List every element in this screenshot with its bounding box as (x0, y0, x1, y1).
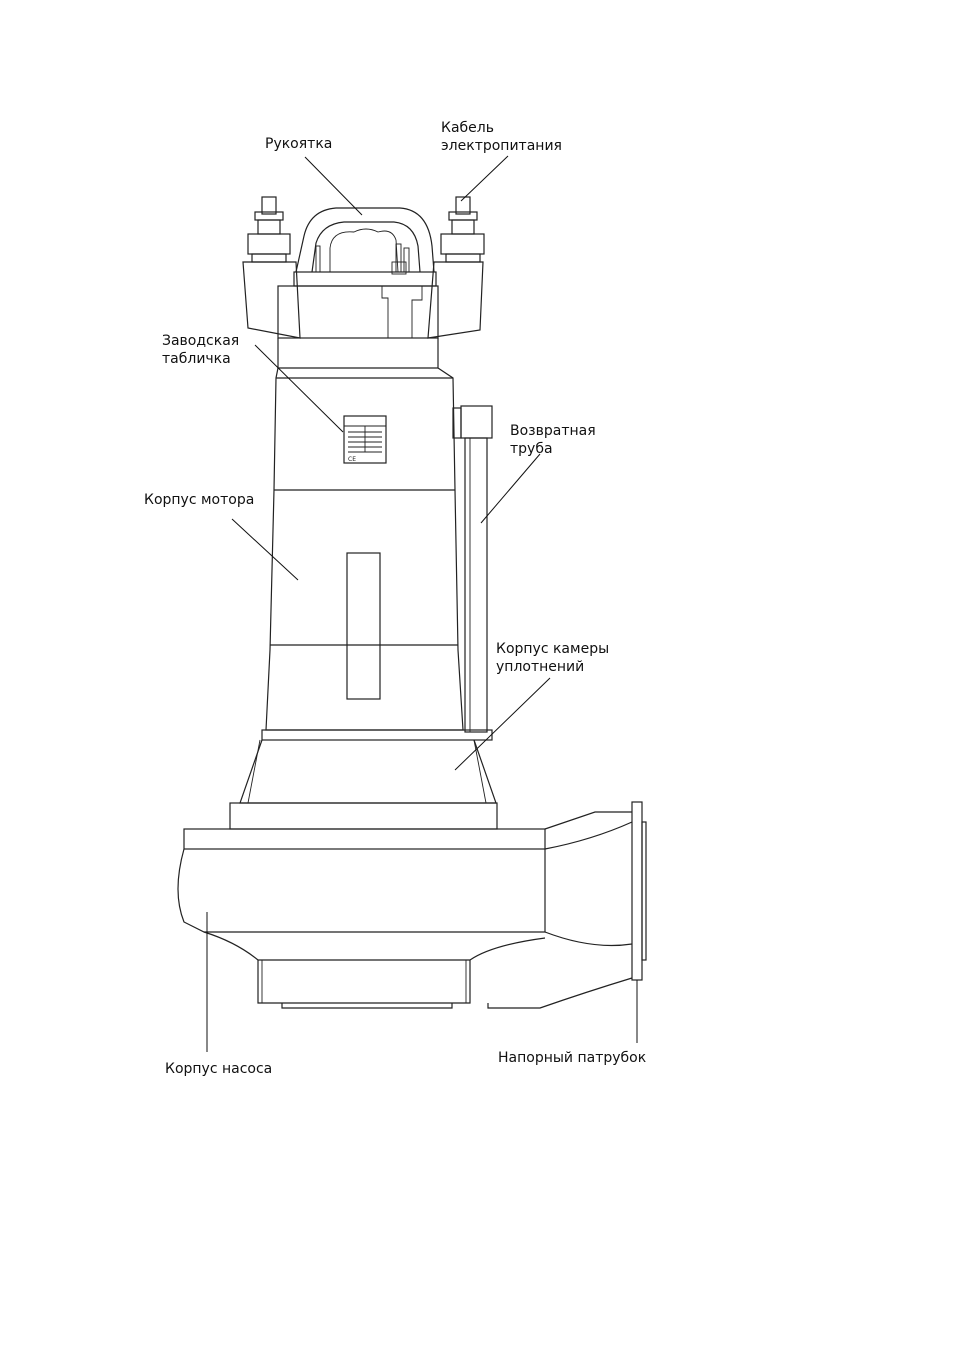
label-cable: Кабель электропитания (441, 119, 562, 155)
cable-gland-right (428, 197, 484, 338)
label-seal-chamber-line1: Корпус камеры (496, 640, 609, 658)
motor-housing-drawing (266, 368, 463, 730)
nameplate: CE (344, 416, 386, 463)
discharge-nozzle-drawing (545, 802, 646, 980)
leader-seal-chamber (455, 678, 550, 770)
leader-nameplate (255, 345, 343, 432)
return-pipe-drawing (453, 406, 492, 732)
label-handle: Рукоятка (265, 135, 332, 153)
label-seal-chamber-line2: уплотнений (496, 658, 609, 676)
label-return-pipe-line2: труба (510, 440, 596, 458)
label-cable-line2: электропитания (441, 137, 562, 155)
label-return-pipe: Возвратная труба (510, 422, 596, 458)
label-return-pipe-line1: Возвратная (510, 422, 596, 440)
label-discharge-nozzle: Напорный патрубок (498, 1049, 646, 1067)
seal-chamber-drawing (230, 730, 497, 829)
label-nameplate-line2: табличка (162, 350, 239, 368)
leader-cable (461, 156, 508, 201)
label-motor-housing: Корпус мотора (144, 491, 254, 509)
leader-handle (305, 157, 362, 215)
pump-housing-drawing (178, 829, 632, 1008)
label-cable-line1: Кабель (441, 119, 562, 137)
label-nameplate-line1: Заводская (162, 332, 239, 350)
label-nameplate: Заводская табличка (162, 332, 239, 368)
label-pump-housing: Корпус насоса (165, 1060, 272, 1078)
leader-return-pipe (481, 454, 540, 523)
handle (294, 208, 436, 286)
head-cover (278, 262, 438, 368)
cable-gland-left (243, 197, 300, 338)
nameplate-ce-mark: CE (348, 456, 356, 463)
leader-motor-housing (232, 519, 298, 580)
label-seal-chamber: Корпус камеры уплотнений (496, 640, 609, 676)
